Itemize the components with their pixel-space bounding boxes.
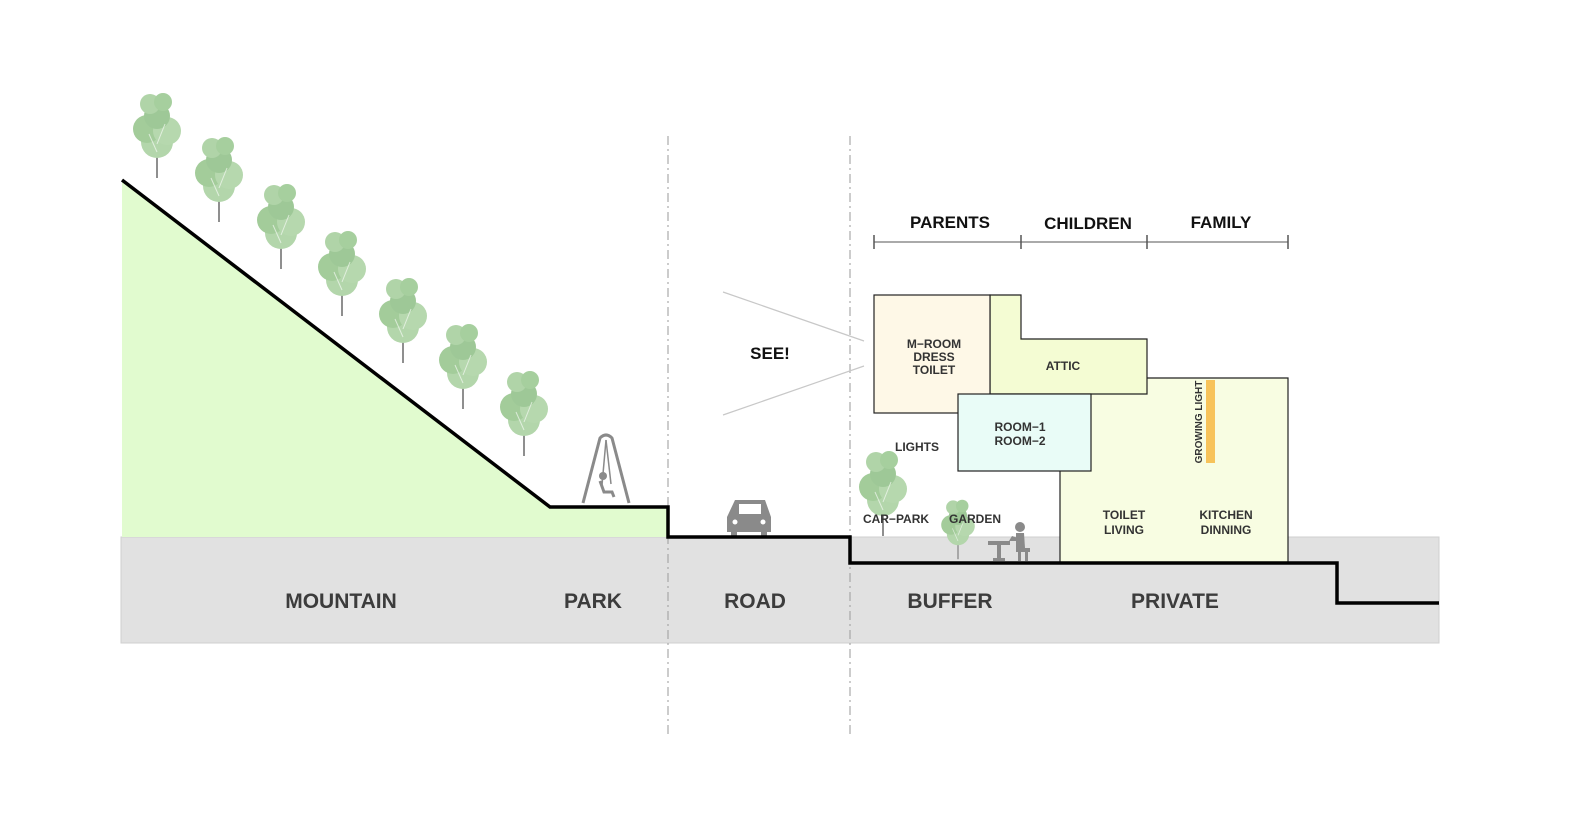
tree-icon	[499, 370, 549, 457]
parents-room-volume	[873, 294, 991, 414]
tree-icon	[194, 136, 244, 223]
private-volume	[1059, 377, 1289, 564]
growing-light-label: GROWING LIGHT	[1194, 381, 1205, 464]
car-park-label: CAR−PARK	[863, 512, 929, 526]
room-label-room1: ROOM−1	[994, 420, 1045, 434]
room-label-living: LIVING	[1104, 523, 1144, 537]
zone-label-road: ROAD	[724, 590, 786, 613]
room-label-kitchen: KITCHEN	[1199, 508, 1252, 522]
tree-icon	[317, 230, 367, 317]
tree-icon	[438, 323, 488, 410]
see-label: SEE!	[750, 344, 790, 363]
group-dimension-bar	[873, 235, 1289, 249]
garden-label: GARDEN	[949, 512, 1001, 526]
room-label-toilet-upper: TOILET	[913, 363, 956, 377]
group-label-children: CHILDREN	[1044, 214, 1132, 233]
lights-label: LIGHTS	[895, 440, 939, 454]
swing-icon	[581, 433, 631, 504]
zone-label-park: PARK	[564, 590, 622, 613]
person-at-table-icon	[988, 522, 1030, 561]
zone-label-mountain: MOUNTAIN	[285, 590, 397, 613]
mountain-slope	[122, 180, 668, 537]
zone-label-private: PRIVATE	[1131, 590, 1219, 613]
tree-icon	[378, 277, 428, 364]
car-icon	[727, 500, 771, 536]
growing-light-strip	[1206, 380, 1215, 463]
room-label-toilet-lower: TOILET	[1103, 508, 1146, 522]
kids-rooms-volume	[957, 393, 1092, 472]
attic-volume	[989, 294, 1148, 395]
room-label-mroom: M−ROOM	[907, 337, 961, 351]
room-label-room2: ROOM−2	[994, 434, 1045, 448]
room-label-attic: ATTIC	[1046, 359, 1081, 373]
view-line-lower	[722, 365, 865, 416]
view-line-upper	[722, 291, 865, 342]
room-label-dinning: DINNING	[1201, 523, 1252, 537]
group-label-parents: PARENTS	[910, 213, 990, 232]
ground-profile-line	[120, 178, 1439, 605]
tree-icon	[132, 92, 182, 179]
zone-label-buffer: BUFFER	[907, 590, 992, 613]
room-label-dress: DRESS	[913, 350, 954, 364]
tree-icon	[256, 183, 306, 270]
group-label-family: FAMILY	[1191, 213, 1252, 232]
